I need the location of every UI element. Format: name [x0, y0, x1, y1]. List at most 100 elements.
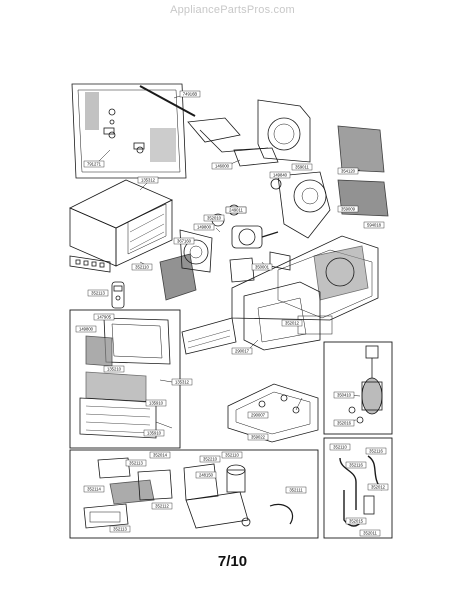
svg-text:352110: 352110: [333, 445, 347, 450]
part-label: 352113: [87, 289, 109, 297]
part-label: 352014: [149, 451, 171, 459]
front-grille-box: [69, 309, 181, 449]
svg-text:135910: 135910: [149, 401, 164, 406]
svg-text:249011: 249011: [229, 208, 243, 213]
part-label: 594018: [363, 221, 385, 229]
part-label: 290017: [231, 347, 253, 355]
svg-text:352016: 352016: [337, 421, 352, 426]
part-label: 352116: [365, 447, 387, 455]
svg-text:352011: 352011: [363, 531, 377, 536]
part-label: 135910: [145, 399, 167, 407]
svg-text:352111: 352111: [289, 488, 303, 493]
svg-text:352210: 352210: [203, 457, 218, 462]
part-label: 352012: [367, 483, 389, 491]
part-label: 352011: [359, 529, 381, 537]
louver-bar: [181, 317, 237, 355]
part-label: 352112: [151, 502, 173, 510]
base-pan: [227, 383, 319, 443]
part-label: 352113: [109, 525, 131, 533]
svg-text:149800: 149800: [197, 225, 212, 230]
part-label: 135910: [143, 429, 165, 437]
watermark: AppliancePartsPros.com: [170, 4, 295, 16]
svg-text:367160: 367160: [177, 239, 192, 244]
part-label: 350001: [251, 263, 273, 271]
condenser-assembly: [187, 99, 389, 239]
svg-text:352012: 352012: [285, 321, 300, 326]
part-label: 352110: [329, 443, 351, 451]
part-label: 359011: [291, 163, 313, 171]
evaporator-housing: [231, 235, 379, 351]
part-label: 367160: [173, 237, 195, 245]
control-electronics-box: [69, 449, 319, 539]
svg-text:354120: 354120: [341, 169, 356, 174]
svg-text:248150: 248150: [199, 473, 214, 478]
part-label: 352110: [221, 451, 243, 459]
part-label: 791271: [83, 160, 105, 168]
svg-text:352116: 352116: [349, 463, 363, 468]
svg-text:352014: 352014: [153, 453, 168, 458]
part-label: 74916B: [179, 90, 201, 98]
part-label: 149800: [193, 223, 215, 231]
control-strip: [69, 255, 111, 273]
svg-text:352010: 352010: [207, 216, 222, 221]
part-label: 352113: [125, 459, 147, 467]
part-label: 352016: [333, 419, 355, 427]
svg-text:791271: 791271: [87, 162, 102, 167]
part-label: 290007: [247, 411, 269, 419]
svg-text:359022: 359022: [251, 435, 266, 440]
part-label: 352110: [131, 263, 153, 271]
part-label: 135312: [171, 378, 193, 386]
svg-text:352113: 352113: [129, 461, 143, 466]
svg-text:290007: 290007: [251, 413, 266, 418]
svg-text:352114: 352114: [87, 487, 101, 492]
svg-text:352015: 352015: [349, 519, 364, 524]
part-label: 249011: [225, 206, 247, 214]
part-label: 248150: [195, 471, 217, 479]
remote-control: [111, 281, 125, 309]
svg-text:359011: 359011: [295, 165, 309, 170]
top-cover-assembly: [71, 83, 196, 179]
svg-text:352110: 352110: [225, 453, 239, 458]
part-label: 352114: [83, 485, 105, 493]
part-label: 359009: [337, 205, 359, 213]
cabinet-assembly: [69, 179, 173, 267]
svg-text:594018: 594018: [367, 223, 382, 228]
part-label-group: 74916B 791271 135312 352011 146000 35901…: [75, 90, 389, 537]
svg-text:352113: 352113: [113, 527, 127, 532]
svg-text:352113: 352113: [91, 291, 105, 296]
svg-text:135312: 135312: [175, 380, 190, 385]
part-label: 359022: [247, 433, 269, 441]
svg-text:74916B: 74916B: [183, 92, 198, 97]
part-label: 147905: [93, 313, 115, 321]
svg-text:359009: 359009: [341, 207, 356, 212]
svg-text:147905: 147905: [97, 315, 112, 320]
svg-text:290017: 290017: [235, 349, 250, 354]
part-label: 352111: [285, 486, 307, 494]
svg-text:352012: 352012: [371, 485, 386, 490]
svg-text:135312: 135312: [141, 178, 156, 183]
svg-text:350001: 350001: [255, 265, 270, 270]
part-label: 135312: [137, 176, 159, 184]
svg-text:352110: 352110: [135, 265, 149, 270]
svg-text:146000: 146000: [215, 164, 230, 169]
svg-text:149840: 149840: [273, 173, 288, 178]
part-label: 352210: [199, 455, 221, 463]
part-label: 135210: [103, 365, 125, 373]
part-label: 352015: [345, 517, 367, 525]
part-label: 149840: [269, 171, 291, 179]
part-label: 350410: [333, 391, 355, 399]
part-label: 352010: [203, 214, 225, 222]
part-label: 149800: [75, 325, 97, 333]
svg-text:135910: 135910: [147, 431, 162, 436]
part-label: 146000: [211, 162, 233, 170]
part-label: 352116: [345, 461, 367, 469]
svg-text:352112: 352112: [155, 504, 169, 509]
fan-motor-assembly: [159, 204, 291, 301]
part-label: 354120: [337, 167, 359, 175]
svg-text:149800: 149800: [79, 327, 94, 332]
svg-text:352116: 352116: [369, 449, 383, 454]
compressor-box: [323, 341, 393, 435]
part-label: 352012: [281, 319, 303, 327]
svg-text:350410: 350410: [337, 393, 352, 398]
